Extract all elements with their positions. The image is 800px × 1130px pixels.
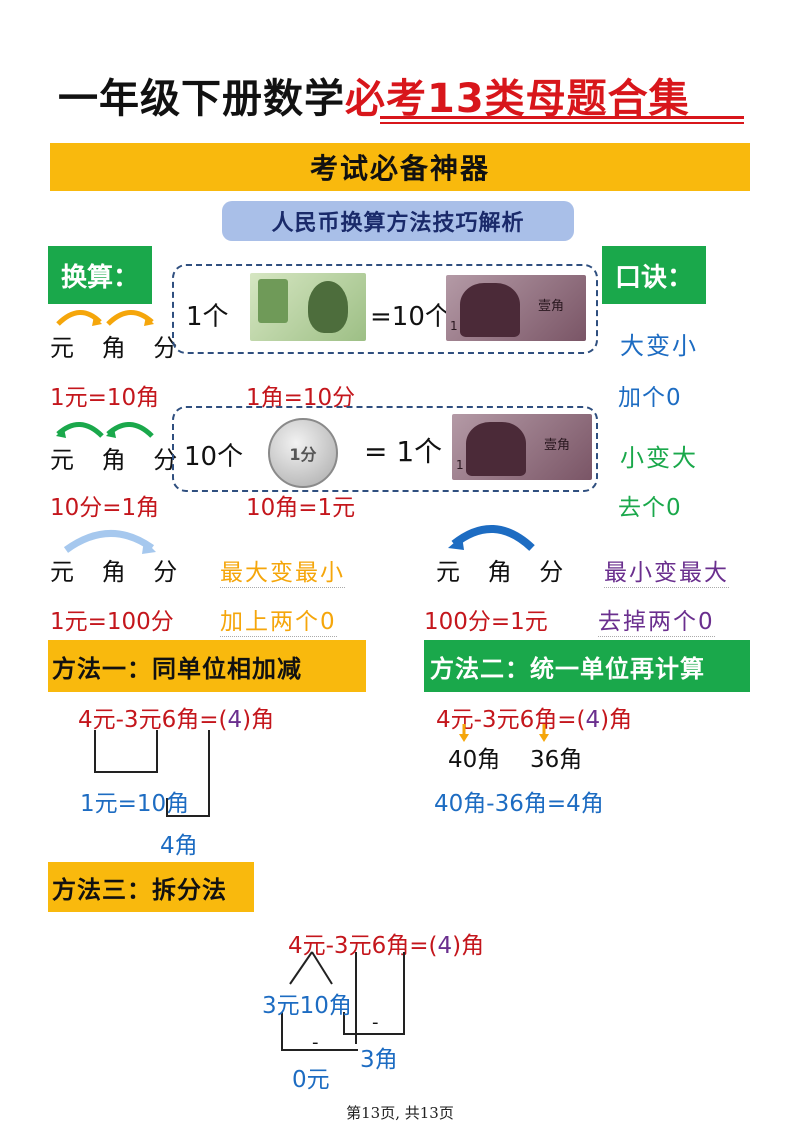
title-red-part: 必考13类母题合集 bbox=[345, 76, 690, 122]
method3-minus-2: - bbox=[312, 1032, 319, 1053]
expr-part-b: )角 bbox=[242, 707, 275, 733]
method1-result: 4角 bbox=[160, 833, 198, 859]
portraits-icon bbox=[460, 283, 520, 337]
one-jiao-banknote-2: 壹角 1 bbox=[452, 414, 592, 480]
unit-yuan: 元 bbox=[50, 558, 84, 586]
page-title: 一年级下册数学必考13类母题合集 bbox=[58, 66, 690, 124]
banknote-emblem-icon bbox=[258, 279, 288, 323]
eq-jiao-yuan: 10角=1元 bbox=[246, 495, 356, 521]
note-count-right: =10个 bbox=[370, 302, 451, 332]
portrait-icon bbox=[308, 281, 348, 333]
method1-expression: 4元-3元6角=(4)角 bbox=[78, 700, 274, 734]
unit-fen: 分 bbox=[153, 558, 188, 586]
rule-remove-two-zeros: 去掉两个0 bbox=[598, 602, 715, 637]
method2-label: 方法二：统一单位再计算 bbox=[430, 654, 705, 683]
eq-fen-jiao: 10分=1角 bbox=[50, 495, 160, 521]
mnemonic-remove-zero: 去个0 bbox=[618, 495, 682, 521]
method2-calc: 40角-36角=4角 bbox=[434, 791, 604, 817]
one-fen-coin: 1分 bbox=[268, 418, 338, 488]
method2-value-b: 36角 bbox=[530, 747, 583, 773]
note-denom: 壹角 bbox=[544, 438, 571, 453]
coin-compare-box bbox=[172, 406, 598, 492]
conversion-label-text: 换算： bbox=[60, 262, 139, 293]
note-denom-small: 1 bbox=[456, 458, 464, 472]
unit-yuan: 元 bbox=[436, 558, 470, 586]
unit-yuan: 元 bbox=[50, 334, 84, 362]
unit-jiao: 角 bbox=[101, 334, 136, 362]
arrow-dark-blue bbox=[448, 525, 535, 551]
units-row3-right: 元 角 分 bbox=[436, 552, 573, 587]
bracket-line bbox=[94, 771, 158, 773]
method1-header: 方法一：同单位相加减 bbox=[48, 640, 366, 692]
mnemonic-add-zero: 加个0 bbox=[618, 385, 682, 411]
method2-header: 方法二：统一单位再计算 bbox=[424, 640, 750, 692]
rule-min-to-max: 最小变最大 bbox=[604, 553, 729, 588]
unit-jiao: 角 bbox=[487, 558, 522, 586]
arrows-down bbox=[459, 724, 549, 742]
sub-banner-text: 人民币换算方法技巧解析 bbox=[271, 211, 525, 236]
expr-answer: 4 bbox=[227, 707, 243, 733]
mnemonic-small-to-big: 小变大 bbox=[620, 444, 698, 472]
expr-part-a: 4元-3元6角=( bbox=[436, 707, 586, 733]
method1-step: 1元=10角 bbox=[80, 791, 190, 817]
unit-jiao: 角 bbox=[101, 558, 136, 586]
banknote-compare-box bbox=[172, 264, 598, 354]
one-jiao-banknote: 壹角 1 bbox=[446, 275, 586, 341]
bracket-line bbox=[166, 798, 168, 816]
expr-answer: 4 bbox=[585, 707, 601, 733]
eq-yuan-jiao: 1元=10角 bbox=[50, 378, 159, 412]
arrows-green bbox=[56, 422, 154, 438]
bracket-line bbox=[208, 730, 210, 816]
page-footer: 第13页, 共13页 bbox=[346, 1104, 454, 1122]
method3-header: 方法三：拆分法 bbox=[48, 862, 254, 912]
expr-part-b: )角 bbox=[452, 933, 485, 959]
eq-yuan-jiao-text: 1元=10角 bbox=[50, 385, 160, 411]
one-yuan-banknote bbox=[250, 273, 366, 341]
eq-fen-yuan: 100分=1元 bbox=[424, 609, 548, 635]
note-denom-small: 1 bbox=[450, 319, 458, 333]
rule-add-two-zeros: 加上两个0 bbox=[220, 602, 337, 637]
mnemonic-label-text: 口诀： bbox=[614, 262, 693, 293]
title-underline-2 bbox=[380, 122, 744, 124]
mnemonic-label: 口诀： bbox=[602, 246, 706, 304]
mnemonic-big-to-small: 大变小 bbox=[620, 332, 698, 360]
portraits-icon bbox=[466, 422, 526, 476]
split-diagram-lines bbox=[281, 951, 405, 1051]
unit-jiao: 角 bbox=[101, 446, 136, 474]
expr-part-a: 4元-3元6角=( bbox=[78, 707, 228, 733]
coin-count-left: 10个 bbox=[184, 442, 244, 472]
units-row3-left: 元 角 分 bbox=[50, 552, 187, 587]
arrow-light-blue bbox=[63, 530, 156, 554]
method3-three-jiao: 3角 bbox=[360, 1047, 398, 1073]
expr-answer: 4 bbox=[437, 933, 453, 959]
banner-title: 考试必备神器 bbox=[309, 152, 490, 185]
bracket-line bbox=[94, 730, 96, 772]
title-black-part: 一年级下册数学 bbox=[58, 76, 345, 122]
method2-expression: 4元-3元6角=(4)角 bbox=[436, 700, 632, 734]
bracket-line bbox=[156, 730, 158, 772]
coin-label: 1分 bbox=[289, 445, 317, 464]
coin-count-right: = 1个 bbox=[364, 435, 443, 468]
bracket-line bbox=[166, 815, 210, 817]
title-underline bbox=[380, 116, 744, 119]
conversion-label: 换算： bbox=[48, 246, 152, 304]
units-row1: 元 角 分 bbox=[50, 328, 187, 363]
method3-split: 3元10角 bbox=[262, 993, 352, 1019]
method2-value-a: 40角 bbox=[448, 747, 501, 773]
method3-label: 方法三：拆分法 bbox=[52, 875, 227, 904]
sub-banner: 人民币换算方法技巧解析 bbox=[222, 201, 574, 241]
note-count-left: 1个 bbox=[186, 302, 229, 332]
eq-yuan-fen: 1元=100分 bbox=[50, 609, 174, 635]
method1-label: 方法一：同单位相加减 bbox=[52, 654, 302, 683]
note-denom: 壹角 bbox=[538, 299, 565, 314]
unit-fen: 分 bbox=[539, 558, 574, 586]
expr-part-b: )角 bbox=[600, 707, 633, 733]
units-row2: 元 角 分 bbox=[50, 440, 187, 475]
unit-yuan: 元 bbox=[50, 446, 84, 474]
method3-zero-yuan: 0元 bbox=[292, 1067, 330, 1093]
arrows-yellow bbox=[56, 310, 154, 326]
method3-minus-1: - bbox=[372, 1012, 379, 1033]
main-banner: 考试必备神器 bbox=[50, 143, 750, 191]
rule-max-to-min: 最大变最小 bbox=[220, 553, 345, 588]
